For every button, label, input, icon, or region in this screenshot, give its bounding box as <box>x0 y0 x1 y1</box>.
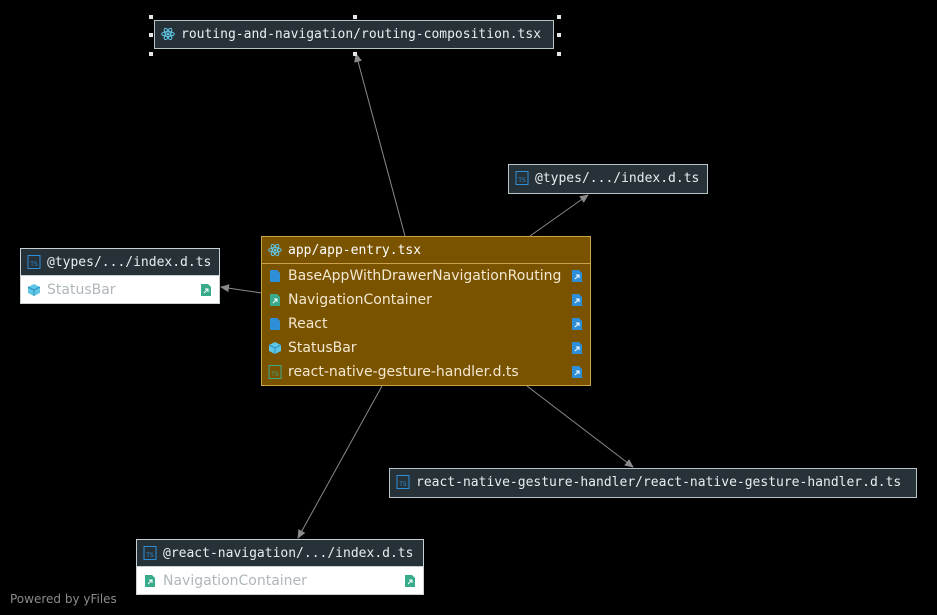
svg-text:TS: TS <box>145 552 154 559</box>
member-row[interactable]: StatusBar <box>21 276 219 304</box>
file-link-icon <box>570 365 584 379</box>
export-file-icon <box>268 293 282 307</box>
file-link-icon <box>570 293 584 307</box>
export-file-icon <box>403 574 417 588</box>
svg-text:TS: TS <box>270 371 279 378</box>
node-title: @types/.../index.d.ts <box>47 254 212 270</box>
node-header: TS @types/.../index.d.ts <box>509 165 707 191</box>
export-file-icon <box>199 283 213 297</box>
cube-icon <box>268 341 282 355</box>
typescript-file-icon: TS <box>143 546 157 560</box>
typescript-file-icon: TS <box>396 475 410 489</box>
svg-text:TS: TS <box>517 177 526 184</box>
powered-by-label: Powered by yFiles <box>10 592 117 606</box>
cube-icon <box>27 283 41 297</box>
node-react-navigation[interactable]: TS @react-navigation/.../index.d.ts Navi… <box>136 539 424 595</box>
member-label: react-native-gesture-handler.d.ts <box>288 364 519 380</box>
node-gesture-handler[interactable]: TS react-native-gesture-handler/react-na… <box>389 468 917 498</box>
edge-to-react-navigation <box>297 385 383 539</box>
member-row[interactable]: React <box>262 312 590 336</box>
member-row[interactable]: TS react-native-gesture-handler.d.ts <box>262 360 590 384</box>
member-label: NavigationContainer <box>163 573 307 589</box>
node-title: react-native-gesture-handler/react-nativ… <box>416 474 902 490</box>
node-header: app/app-entry.tsx <box>262 237 590 264</box>
edge-to-routing-composition <box>354 53 406 237</box>
node-title: routing-and-navigation/routing-compositi… <box>181 26 542 42</box>
svg-text:TS: TS <box>29 261 38 268</box>
member-label: StatusBar <box>288 340 357 356</box>
typescript-file-icon: TS <box>515 171 529 185</box>
file-link-icon <box>570 317 584 331</box>
edge-to-gesture-handler <box>526 385 634 468</box>
edge-to-types-right <box>529 194 589 237</box>
node-title: @react-navigation/.../index.d.ts <box>163 545 414 561</box>
member-row[interactable]: StatusBar <box>262 336 590 360</box>
member-row[interactable]: NavigationContainer <box>262 288 590 312</box>
resize-handle[interactable] <box>557 52 561 56</box>
node-header: TS @react-navigation/.../index.d.ts <box>137 540 423 567</box>
resize-handle[interactable] <box>353 15 357 19</box>
edge-to-types-left <box>220 284 263 294</box>
svg-text:TS: TS <box>398 481 407 488</box>
react-icon <box>268 243 282 257</box>
member-label: NavigationContainer <box>288 292 432 308</box>
react-icon <box>161 27 175 41</box>
node-types-right[interactable]: TS @types/.../index.d.ts <box>508 164 708 194</box>
export-file-icon <box>143 574 157 588</box>
member-row[interactable]: NavigationContainer <box>137 567 423 595</box>
file-link-icon <box>570 341 584 355</box>
resize-handle[interactable] <box>149 15 153 19</box>
node-routing-composition[interactable]: routing-and-navigation/routing-compositi… <box>154 20 554 49</box>
node-title: @types/.../index.d.ts <box>535 170 700 186</box>
typescript-file-icon: TS <box>268 365 282 379</box>
member-row[interactable]: BaseAppWithDrawerNavigationRouting <box>262 264 590 288</box>
resize-handle[interactable] <box>557 33 561 37</box>
member-label: React <box>288 316 328 332</box>
node-header: routing-and-navigation/routing-compositi… <box>155 21 553 47</box>
typescript-file-icon: TS <box>27 255 41 269</box>
node-types-left[interactable]: TS @types/.../index.d.ts StatusBar <box>20 248 220 304</box>
node-header: TS react-native-gesture-handler/react-na… <box>390 469 916 495</box>
member-label: StatusBar <box>47 282 116 298</box>
file-icon <box>268 269 282 283</box>
resize-handle[interactable] <box>353 52 357 56</box>
resize-handle[interactable] <box>557 15 561 19</box>
node-title: app/app-entry.tsx <box>288 242 422 258</box>
node-app-entry[interactable]: app/app-entry.tsx BaseAppWithDrawerNavig… <box>261 236 591 386</box>
resize-handle[interactable] <box>149 33 153 37</box>
file-icon <box>268 317 282 331</box>
resize-handle[interactable] <box>149 52 153 56</box>
member-label: BaseAppWithDrawerNavigationRouting <box>288 268 562 284</box>
node-header: TS @types/.../index.d.ts <box>21 249 219 276</box>
file-link-icon <box>570 269 584 283</box>
